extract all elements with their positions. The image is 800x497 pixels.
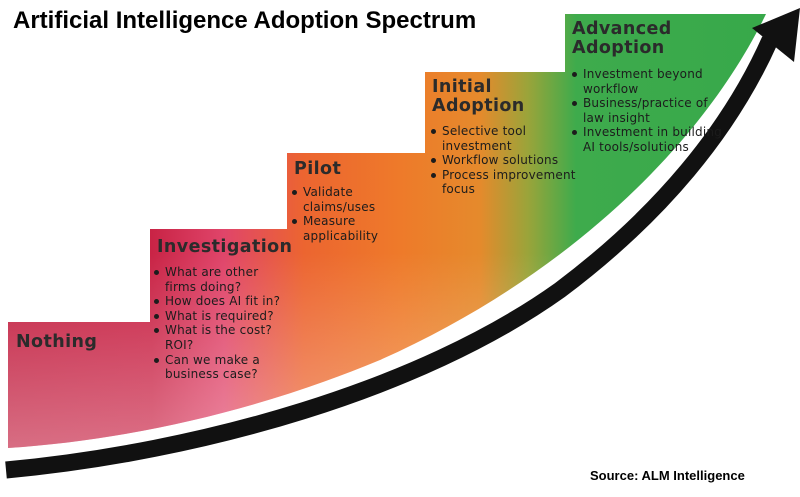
pilot-bullet-list: Validate claims/uses Measure applicabili… (292, 185, 407, 243)
bullet-icon (154, 270, 159, 275)
initial-adoption-bullet-list: Selective tool investment Workflow solut… (431, 124, 581, 197)
list-item: Process improvement focus (431, 168, 581, 197)
investigation-bullet-list: What are other firms doing? How does AI … (154, 265, 289, 382)
list-item: What is the cost? ROI? (154, 323, 289, 352)
bullet-icon (154, 299, 159, 305)
bullet-icon (572, 101, 577, 107)
list-item: Workflow solutions (431, 153, 581, 168)
bullet-icon (431, 129, 436, 134)
growth-arrow-shaft (5, 36, 778, 479)
list-item: Business/practice of law insight (572, 96, 722, 125)
bullet-icon (431, 158, 436, 164)
list-item: Measure applicability (292, 214, 407, 243)
list-item: Can we make a business case? (154, 353, 289, 382)
stage-title-nothing: Nothing (16, 332, 98, 352)
bullet-icon (154, 328, 159, 334)
diagram-title: Artificial Intelligence Adoption Spectru… (13, 7, 477, 34)
stage-title-pilot: Pilot (294, 159, 342, 179)
list-item: Selective tool investment (431, 124, 581, 153)
list-item: What is required? (154, 309, 289, 324)
stage-title-investigation: Investigation (157, 237, 293, 257)
growth-arrow-head (752, 8, 800, 62)
stage-title-initial-adoption: Initial Adoption (432, 77, 525, 116)
bullet-icon (572, 72, 577, 77)
list-item: What are other firms doing? (154, 265, 289, 294)
bullet-icon (292, 219, 297, 225)
bullet-icon (154, 357, 159, 363)
bullet-icon (431, 172, 436, 178)
bullet-icon (292, 190, 297, 195)
bullet-icon (572, 130, 577, 136)
list-item: How does AI fit in? (154, 294, 289, 309)
bullet-icon (154, 313, 159, 319)
source-credit: Source: ALM Intelligence (590, 468, 745, 483)
list-item: Investment beyond workflow (572, 67, 722, 96)
stage-title-advanced-adoption: Advanced Adoption (572, 19, 672, 58)
list-item: Validate claims/uses (292, 185, 407, 214)
advanced-adoption-bullet-list: Investment beyond workflow Business/prac… (572, 67, 722, 155)
list-item: Investment in building AI tools/solution… (572, 125, 722, 154)
